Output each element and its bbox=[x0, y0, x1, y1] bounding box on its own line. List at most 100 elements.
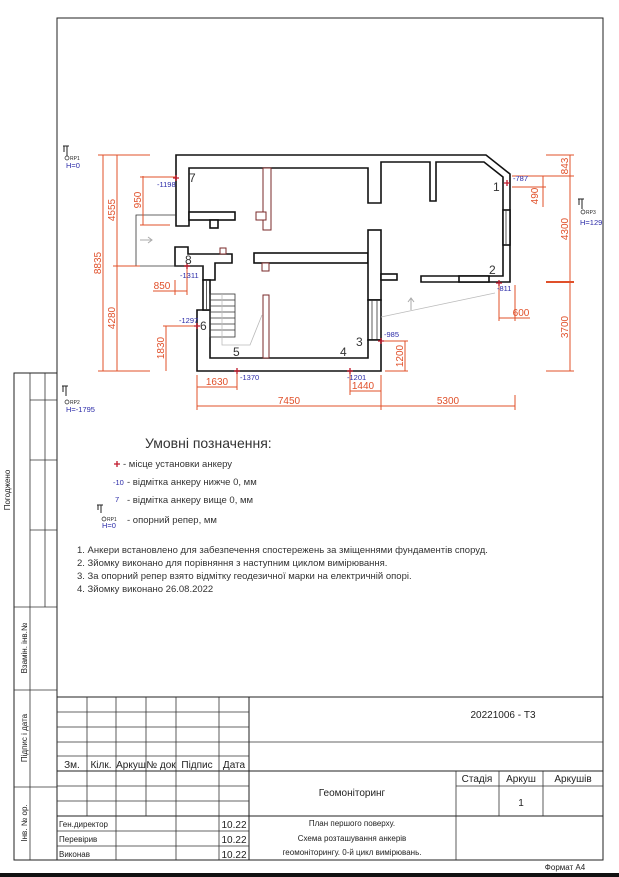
svg-text:Перевірив: Перевірив bbox=[59, 835, 97, 844]
dim-4555: 4555 bbox=[107, 198, 118, 221]
svg-text:2: 2 bbox=[489, 263, 496, 277]
dim-600: 600 bbox=[513, 308, 530, 319]
svg-text:№ док: № док bbox=[146, 760, 176, 771]
floor-plan bbox=[135, 154, 511, 372]
dim-8835: 8835 bbox=[93, 251, 104, 274]
svg-text:Дата: Дата bbox=[223, 760, 246, 771]
stamp-replace: Взамін. інв.№ bbox=[20, 622, 29, 673]
title-block: 20221006 - Т3 Зм. Кілк. Аркуш № док Підп… bbox=[57, 696, 603, 861]
bottom-bar bbox=[0, 873, 619, 877]
dim-850: 850 bbox=[154, 281, 171, 292]
left-stamp: Погоджено Взамін. інв.№ Підпис і дата Ін… bbox=[3, 372, 58, 861]
window-1 bbox=[502, 209, 511, 246]
svg-text:Виконав: Виконав bbox=[59, 850, 90, 859]
svg-text:10.22: 10.22 bbox=[221, 835, 246, 846]
anchor-2: 2-811 bbox=[489, 263, 511, 293]
legend-item-above: - відмітка анкеру вище 0, мм bbox=[127, 495, 253, 506]
note-3: 3. За опорний репер взято відмітку геоде… bbox=[77, 571, 412, 582]
svg-text:Стадія: Стадія bbox=[462, 774, 493, 785]
svg-text:-1370: -1370 bbox=[240, 373, 259, 382]
svg-text:4: 4 bbox=[340, 345, 347, 359]
svg-text:Кілк.: Кілк. bbox=[90, 760, 111, 771]
svg-text:RP3: RP3 bbox=[586, 210, 596, 216]
svg-text:-1297: -1297 bbox=[179, 316, 198, 325]
svg-text:10.22: 10.22 bbox=[221, 850, 246, 861]
legend-item-below: - відмітка анкеру нижче 0, мм bbox=[127, 477, 257, 488]
svg-text:RP2: RP2 bbox=[70, 400, 80, 406]
legend: Умовні позначення: - місце установки анк… bbox=[97, 435, 272, 530]
project-name: Геомоніторинг bbox=[319, 788, 386, 799]
sheet-frame bbox=[56, 17, 604, 861]
anchor-1: 1 -787 bbox=[493, 174, 528, 194]
dim-1440: 1440 bbox=[352, 381, 375, 392]
window-2 bbox=[458, 275, 490, 283]
anchor-3: 3 -985 bbox=[356, 330, 399, 349]
stamp-inv: Інв. № ор. bbox=[20, 804, 29, 841]
svg-text:8: 8 bbox=[185, 253, 192, 267]
legend-item-anchor: - місце установки анкеру bbox=[123, 459, 232, 470]
svg-text:Аркуш: Аркуш bbox=[116, 760, 146, 771]
legend-title: Умовні позначення: bbox=[145, 435, 272, 451]
dimensions: 8835 4555 4280 950 850 1830 1630 7450 53… bbox=[93, 154, 574, 410]
svg-text:-811: -811 bbox=[497, 284, 511, 293]
svg-text:-10: -10 bbox=[113, 478, 124, 487]
svg-text:5: 5 bbox=[233, 345, 240, 359]
dim-1200: 1200 bbox=[395, 344, 406, 367]
svg-text:RP1: RP1 bbox=[70, 156, 80, 162]
benchmark-rp2: RP2 H=-1795 bbox=[62, 385, 95, 414]
benchmark-rp1: RP1 H=0 bbox=[63, 145, 80, 170]
svg-text:Аркушів: Аркушів bbox=[554, 774, 591, 785]
dim-1830: 1830 bbox=[156, 336, 167, 359]
svg-text:H=-1795: H=-1795 bbox=[66, 405, 95, 414]
dim-490: 490 bbox=[530, 187, 541, 204]
wall-partition bbox=[188, 211, 236, 221]
svg-text:1: 1 bbox=[493, 180, 500, 194]
legend-item-benchmark: - опорний репер, мм bbox=[127, 515, 217, 526]
svg-text:-1198: -1198 bbox=[157, 180, 176, 189]
middle-wall bbox=[253, 252, 369, 264]
svg-text:План першого поверху.: План першого поверху. bbox=[309, 819, 395, 828]
anchor-4: 4 -1201 bbox=[340, 345, 366, 382]
svg-text:-985: -985 bbox=[384, 330, 399, 339]
svg-text:Ген.директор: Ген.директор bbox=[59, 820, 109, 829]
dim-5300: 5300 bbox=[437, 396, 460, 407]
svg-text:Аркуш: Аркуш bbox=[506, 774, 536, 785]
svg-text:-787: -787 bbox=[513, 174, 528, 183]
anchors: 1 -787 2-811 3 -985 4 -1201 5 -1370 6-1297 7… bbox=[157, 171, 528, 382]
stamp-agreed: Погоджено bbox=[3, 469, 12, 510]
svg-text:H=0: H=0 bbox=[66, 161, 80, 170]
dim-4300: 4300 bbox=[560, 217, 571, 240]
document-code: 20221006 - Т3 bbox=[470, 710, 535, 721]
stamp-sign-date: Підпис і дата bbox=[20, 713, 29, 762]
central-wall bbox=[367, 229, 382, 301]
format-label: Формат А4 bbox=[545, 863, 586, 872]
note-4: 4. Зйомку виконано 26.08.2022 bbox=[77, 584, 213, 595]
svg-text:-1311: -1311 bbox=[180, 271, 199, 280]
svg-text:Зм.: Зм. bbox=[64, 760, 80, 771]
svg-text:Схема розташування анкерів: Схема розташування анкерів bbox=[298, 834, 407, 843]
svg-text:H=0: H=0 bbox=[102, 521, 116, 530]
anchor-symbol bbox=[114, 461, 120, 467]
window-3 bbox=[367, 299, 382, 341]
note-1: 1. Анкери встановлено для забезпечення с… bbox=[77, 545, 488, 556]
svg-text:H=129: H=129 bbox=[580, 218, 602, 227]
svg-text:7: 7 bbox=[115, 495, 119, 504]
svg-text:геомоніторингу. 0-й цикл вимір: геомоніторингу. 0-й цикл вимірювань. bbox=[283, 848, 422, 857]
anchor-6: 6-1297 bbox=[179, 316, 207, 333]
note-2: 2. Зйомку виконано для порівняння з наст… bbox=[77, 558, 387, 569]
svg-text:7: 7 bbox=[189, 171, 196, 185]
inner-partition bbox=[262, 167, 272, 231]
svg-text:Підпис: Підпис bbox=[181, 760, 212, 771]
svg-text:3: 3 bbox=[356, 335, 363, 349]
svg-text:RP1: RP1 bbox=[107, 517, 117, 523]
anchor-7: 7 -1198 bbox=[157, 171, 196, 189]
staircase bbox=[209, 293, 263, 346]
svg-text:6: 6 bbox=[200, 319, 207, 333]
dim-4280: 4280 bbox=[107, 306, 118, 329]
svg-text:-1201: -1201 bbox=[347, 373, 366, 382]
sheet-number: 1 bbox=[518, 798, 524, 809]
dim-3700: 3700 bbox=[560, 315, 571, 338]
notes: 1. Анкери встановлено для забезпечення с… bbox=[77, 545, 488, 595]
anchor-5: 5 -1370 bbox=[233, 345, 259, 382]
